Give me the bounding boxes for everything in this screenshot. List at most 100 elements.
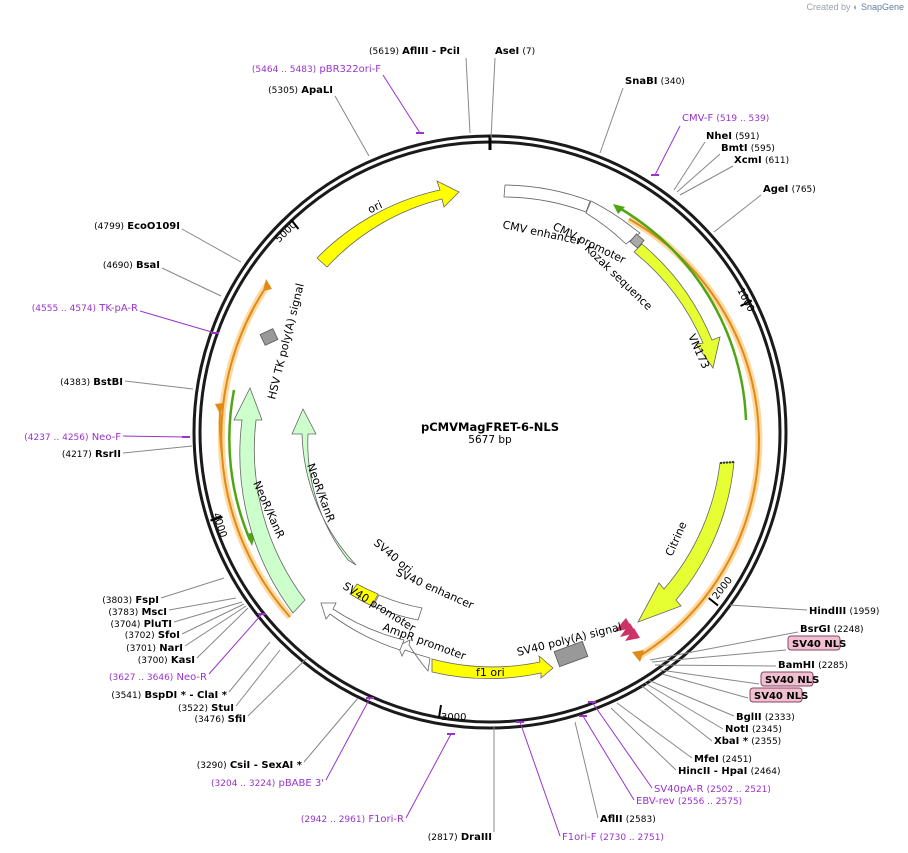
site-stui[interactable]: (3522) StuI: [178, 649, 281, 714]
site-leader-line: [325, 697, 371, 781]
site-pbr322ori-f[interactable]: (5464 .. 5483) pBR322ori-F: [252, 64, 424, 134]
site-name: DraIII: [461, 832, 492, 843]
site-rsrii[interactable]: (4217) RsrII: [62, 445, 193, 460]
nls-arrows: [614, 618, 640, 641]
site-location: (2730 .. 2751): [600, 833, 664, 843]
site-leader-line: [641, 685, 713, 742]
site-leader-line: [647, 679, 735, 717]
site-f1ori-f[interactable]: F1ori-F (2730 .. 2751): [516, 721, 664, 843]
feature-f1-ori[interactable]: [431, 654, 554, 679]
site-label: NotI (2345): [725, 724, 782, 735]
site-noti[interactable]: NotI (2345): [644, 682, 782, 735]
site-draiii[interactable]: (2817) DraIII: [428, 727, 495, 843]
site-leader-line: [582, 715, 635, 801]
site-bglii[interactable]: BglII (2333): [647, 679, 795, 723]
site-bstbi[interactable]: (4383) BstBI: [60, 377, 194, 390]
site-name: PluTI: [144, 619, 172, 630]
feature-sv40-polya[interactable]: [553, 640, 589, 668]
site-csii-sexai[interactable]: (3290) CsiI - SexAI *: [197, 697, 359, 771]
feature-sv40-enhancer[interactable]: [372, 594, 423, 621]
feature-neor-kanr-outer[interactable]: [233, 387, 306, 614]
site-name: AgeI: [763, 184, 788, 195]
site-label: (3701) NarI: [126, 643, 183, 654]
feature-citrine[interactable]: [637, 461, 735, 623]
site-xbai[interactable]: XbaI * (2355): [641, 685, 781, 747]
feature-ori[interactable]: [316, 180, 460, 268]
feature-sv40-ori[interactable]: [349, 583, 379, 607]
site-msci[interactable]: (3783) MscI: [108, 597, 237, 618]
site-bmti[interactable]: BmtI (595): [676, 143, 775, 193]
site-name: NarI: [159, 643, 183, 654]
site-neo-r[interactable]: (3627 .. 3646) Neo-R: [109, 613, 266, 683]
site-bamhi[interactable]: BamHI (2285): [654, 660, 848, 671]
site-fspi[interactable]: (3803) FspI: [102, 577, 225, 606]
site-snabi[interactable]: SnaBI (340): [599, 76, 685, 154]
site-name: F1ori-R: [368, 814, 404, 825]
site-mfei[interactable]: MfeI (2451): [616, 702, 752, 765]
site-sfoi[interactable]: (3702) SfoI: [125, 603, 245, 641]
site-kasi[interactable]: (3700) KasI: [138, 607, 249, 666]
site-sv40pa-r[interactable]: SV40pA-R (2502 .. 2521): [588, 701, 771, 795]
site-label: (3290) CsiI - SexAI *: [197, 760, 303, 771]
site-name: HincII - HpaI: [678, 766, 747, 777]
site-aflii[interactable]: AflII (2583): [574, 721, 656, 825]
site-leader-line: [168, 597, 237, 611]
site-label: SV40pA-R (2502 .. 2521): [654, 784, 771, 795]
site-name: Neo-R: [177, 672, 208, 683]
site-location: (1959): [849, 607, 879, 617]
site-sv40-nls[interactable]: SV40 NLS: [651, 635, 846, 663]
site-nhei[interactable]: NheI (591): [673, 131, 759, 191]
orf-green-right: [615, 204, 748, 421]
site-leader-line: [679, 165, 734, 196]
orf-arrow-left: [263, 279, 272, 291]
site-name: KasI: [171, 655, 195, 666]
feature-cmv-enhancer[interactable]: [503, 184, 591, 213]
site-ecoo109i[interactable]: (4799) EcoO109I: [94, 221, 242, 263]
site-sv40-nls[interactable]: SV40 NLS: [659, 669, 819, 687]
label-ori: ori: [366, 198, 385, 216]
site-leader-line: [616, 702, 693, 759]
site-label: F1ori-F (2730 .. 2751): [562, 832, 664, 843]
site-neo-f[interactable]: (4237 .. 4256) Neo-F: [24, 432, 190, 443]
feature-ampr-promoter[interactable]: [397, 639, 431, 672]
site-pbabe-3[interactable]: (3204 .. 3224) pBABE 3': [211, 697, 374, 789]
site-leader-line: [676, 153, 721, 193]
site-cmv-f[interactable]: CMV-F (519 .. 539): [651, 113, 769, 176]
site-hincii-hpai[interactable]: HincII - HpaI (2464): [610, 707, 781, 777]
site-apali[interactable]: (5305) ApaLI: [268, 85, 370, 157]
site-bsrgi[interactable]: BsrGI (2248): [649, 624, 864, 661]
site-afliii-pcii[interactable]: (5619) AflIII - PciI: [369, 46, 471, 134]
site-bsai[interactable]: (4690) BsaI: [103, 260, 222, 297]
site-location: (2333): [765, 713, 795, 723]
site-location: (3290): [197, 761, 227, 771]
site-location: (4555 .. 4574): [32, 304, 96, 314]
site-label: (4217) RsrII: [62, 449, 121, 460]
site-label: NheI (591): [706, 131, 759, 142]
site-sfii[interactable]: (3476) SfiI: [195, 658, 307, 725]
site-tk-pa-r[interactable]: (4555 .. 4574) TK-pA-R: [32, 303, 219, 334]
site-sv40-nls[interactable]: SV40 NLS: [661, 673, 808, 703]
site-location: (2942 .. 2961): [301, 815, 365, 825]
site-location: (4217): [62, 450, 92, 460]
feature-hsv-tk-polya[interactable]: [259, 328, 279, 346]
orf-arrow-left2: [215, 403, 224, 414]
site-pluti[interactable]: (3704) PluTI: [110, 601, 243, 630]
site-label: (3700) KasI: [138, 655, 195, 666]
site-leader-line: [122, 435, 187, 438]
feature-sv40-promoter[interactable]: [320, 602, 405, 651]
site-hindiii[interactable]: HindIII (1959): [729, 604, 879, 617]
site-location: (3704): [110, 620, 140, 630]
site-xcmi[interactable]: XcmI (611): [679, 155, 789, 196]
site-agei[interactable]: AgeI (765): [713, 184, 816, 233]
site-asei[interactable]: AseI (7): [490, 46, 535, 139]
site-nari[interactable]: (3701) NarI: [126, 605, 247, 654]
feature-neor-kanr-inner[interactable]: [291, 408, 357, 566]
feature-kozak-sequence[interactable]: [629, 233, 645, 249]
feature-vn173[interactable]: [633, 243, 721, 369]
site-bspdi-clai[interactable]: (3541) BspDI * - ClaI *: [111, 641, 271, 701]
site-leader-line: [644, 682, 724, 730]
site-f1ori-r[interactable]: (2942 .. 2961) F1ori-R: [301, 733, 455, 825]
site-ebv-rev[interactable]: EBV-rev (2556 .. 2575): [579, 715, 742, 807]
site-location: (519 .. 539): [716, 114, 769, 124]
site-leader-line: [465, 57, 471, 134]
